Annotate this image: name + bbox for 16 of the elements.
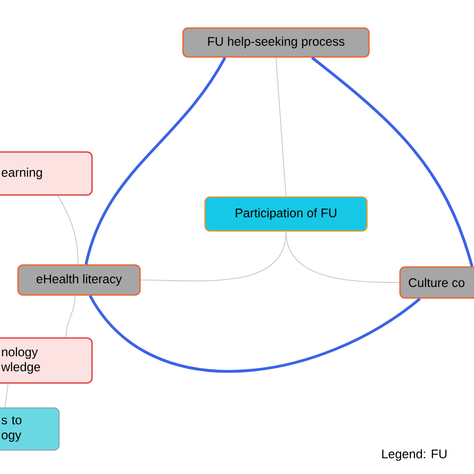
center-box: Participation of FU — [204, 196, 368, 232]
connector — [58, 195, 78, 265]
connector — [88, 294, 421, 372]
connector — [311, 56, 474, 267]
subtopic-box: earning — [0, 151, 93, 196]
subtopic-box: s to ogy — [0, 407, 60, 451]
topic-box: eHealth literacy — [17, 264, 141, 296]
topic-box: FU help-seeking process — [182, 27, 370, 58]
connector — [84, 56, 226, 265]
connector — [4, 383, 8, 408]
topic-box: Culture co — [399, 266, 474, 299]
legend-note: Legend: FU — [382, 449, 446, 461]
connector — [276, 57, 286, 197]
subtopic-box: nology wledge — [0, 337, 93, 384]
connector — [66, 295, 76, 338]
connector — [286, 231, 400, 283]
